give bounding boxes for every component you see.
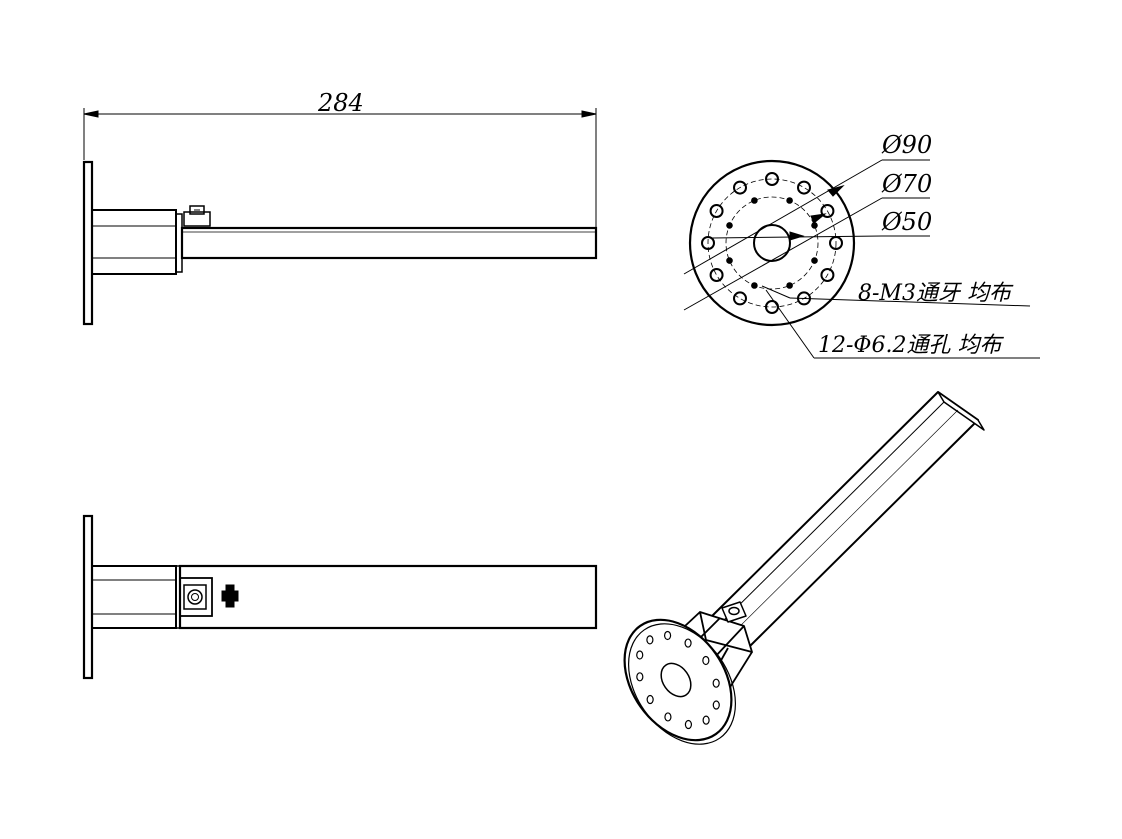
- through-hole: [701, 236, 715, 250]
- tap-note-label: 8-M3通牙 均布: [858, 281, 1014, 306]
- hole-note-label: 12-Φ6.2通孔 均布: [818, 333, 1004, 358]
- through-hole: [820, 268, 835, 282]
- tapped-hole: [751, 197, 758, 204]
- iso-hole: [664, 712, 672, 722]
- iso-clamp: [721, 601, 747, 623]
- overall-length-dimension: [83, 108, 597, 228]
- arm-tube: [180, 226, 598, 260]
- iso-hole: [646, 635, 654, 645]
- tapped-hole: [786, 282, 793, 289]
- through-hole: [820, 204, 835, 218]
- through-hole: [765, 172, 779, 186]
- iso-hole: [636, 650, 644, 660]
- d-tap-circle-label: Ø50: [881, 208, 932, 236]
- iso-hole: [636, 672, 644, 682]
- iso-hole: [646, 694, 654, 705]
- d-outer-label: Ø90: [881, 131, 932, 159]
- through-hole: [797, 180, 811, 195]
- iso-hole: [712, 678, 720, 688]
- through-holes: [701, 172, 843, 314]
- arm-tube-top: [178, 564, 598, 630]
- through-hole: [709, 204, 724, 218]
- top-view: [82, 514, 598, 680]
- iso-hole: [702, 715, 710, 725]
- tapped-holes: [726, 197, 818, 289]
- clamp-screw: [183, 205, 211, 227]
- isometric-view: [623, 391, 985, 745]
- flange-plate-top: [82, 514, 94, 680]
- hole-circle: [707, 178, 837, 308]
- tap-circle: [725, 196, 819, 290]
- through-hole: [733, 180, 747, 195]
- socket-block-top: [91, 565, 177, 629]
- tapped-hole: [786, 197, 793, 204]
- iso-hole: [712, 700, 720, 710]
- iso-hole: [684, 719, 693, 730]
- flange-outer: [688, 159, 856, 327]
- tapped-hole: [726, 257, 733, 264]
- tapped-hole: [811, 222, 818, 229]
- iso-hole: [684, 638, 692, 648]
- through-hole: [733, 291, 747, 306]
- iso-hole: [663, 630, 672, 641]
- tapped-hole: [811, 257, 818, 264]
- center-bore: [753, 224, 791, 262]
- side-view: [82, 108, 598, 326]
- iso-flange: [623, 618, 737, 745]
- socket-block: [91, 209, 177, 275]
- through-hole: [709, 268, 724, 282]
- flange-face-view: [683, 159, 1040, 359]
- d-hole-circle-label: Ø70: [881, 170, 932, 198]
- clamp-screw-head: [179, 577, 213, 617]
- tapped-hole: [726, 222, 733, 229]
- leader-lines: [683, 159, 1040, 359]
- nut-mark: [221, 584, 239, 608]
- flange-plate: [82, 160, 94, 326]
- overall-length-label: 284: [317, 89, 364, 117]
- iso-hole: [702, 655, 710, 666]
- tapped-hole: [751, 282, 758, 289]
